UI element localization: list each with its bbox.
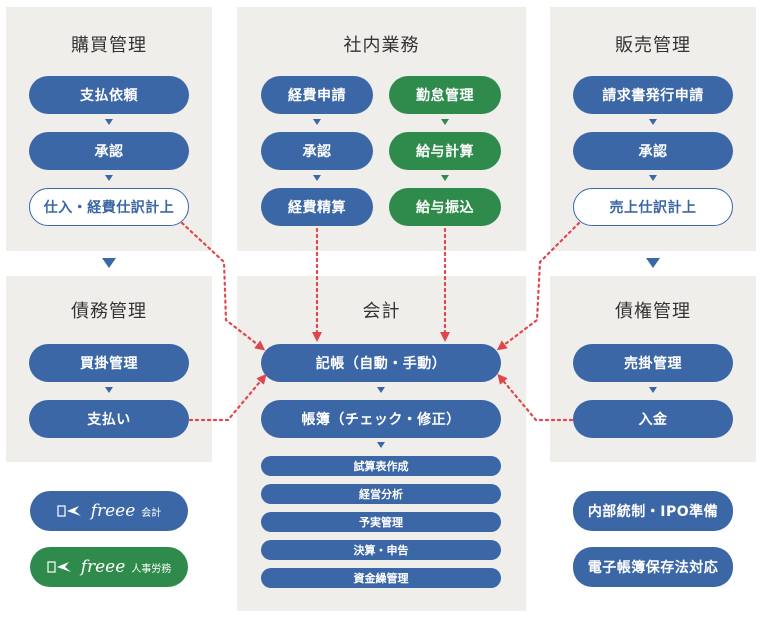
purchasing-step-payment-request: 支払依頼	[29, 76, 189, 114]
internal-step-attendance: 勤怠管理	[389, 76, 501, 114]
connector-payment-to-bookkeeping	[188, 373, 267, 422]
arrow-down-icon	[313, 175, 321, 181]
arrow-down-icon	[649, 387, 657, 393]
receivables-title: 債権管理	[615, 301, 691, 322]
freee-mark: freee	[90, 501, 136, 521]
accounting-output-analysis: 経営分析	[261, 484, 501, 504]
arrow-down-icon	[649, 175, 657, 181]
accounting-step-bookkeeping: 記帳（自動・手動）	[261, 344, 501, 382]
purchasing-step-journal-entry: 仕入・経費仕訳計上	[29, 188, 189, 226]
arrow-down-icon	[441, 119, 449, 125]
arrow-down-icon	[102, 258, 116, 268]
receivables-step-ar-management: 売掛管理	[573, 344, 733, 382]
arrow-down-icon	[646, 258, 660, 268]
arrow-down-icon	[105, 119, 113, 125]
freee-sub: 人事労務	[131, 563, 172, 575]
freee-sub: 会計	[141, 507, 162, 519]
payables-step-payment: 支払い	[29, 400, 189, 438]
payables-title: 債務管理	[71, 301, 147, 322]
arrow-down-icon	[105, 387, 113, 393]
extra-e-book-law: 電子帳簿保存法対応	[573, 547, 733, 587]
sales-step-approval: 承認	[573, 132, 733, 170]
accounting-output-budget: 予実管理	[261, 512, 501, 532]
connector-receipt-to-bookkeeping	[497, 373, 574, 422]
arrow-down-icon	[649, 119, 657, 125]
internal-title: 社内業務	[343, 35, 420, 56]
freee-bird-icon	[47, 561, 71, 573]
accounting-output-closing: 決算・申告	[261, 540, 501, 560]
extra-internal-control: 内部統制・IPO準備	[573, 491, 733, 531]
internal-step-expense-request: 経費申請	[261, 76, 373, 114]
internal-step-approval: 承認	[261, 132, 373, 170]
internal-step-payroll-transfer: 給与振込	[389, 188, 501, 226]
arrow-down-icon	[377, 387, 385, 393]
internal-step-expense-settlement: 経費精算	[261, 188, 373, 226]
payables-step-ap-management: 買掛管理	[29, 344, 189, 382]
purchasing-step-approval: 承認	[29, 132, 189, 170]
accounting-step-ledger: 帳簿（チェック・修正）	[261, 400, 501, 438]
sales-title: 販売管理	[615, 35, 691, 56]
internal-step-payroll-calc: 給与計算	[389, 132, 501, 170]
freee-accounting-logo: freee 会計	[30, 491, 188, 531]
freee-bird-icon	[57, 505, 81, 517]
accounting-output-trial-balance: 試算表作成	[261, 456, 501, 476]
arrow-down-icon	[313, 119, 321, 125]
arrow-down-icon	[377, 442, 385, 448]
accounting-output-cashflow: 資金繰管理	[261, 568, 501, 588]
purchasing-title: 購買管理	[71, 35, 147, 56]
connector-purchasing-to-bookkeeping	[180, 221, 266, 351]
sales-step-journal-entry: 売上仕訳計上	[573, 188, 733, 226]
freee-hr-logo: freee 人事労務	[30, 547, 188, 587]
sales-step-invoice-request: 請求書発行申請	[573, 76, 733, 114]
freee-mark: freee	[80, 557, 126, 577]
connector-sales-to-bookkeeping	[496, 221, 581, 351]
arrow-down-icon	[105, 175, 113, 181]
accounting-title: 会計	[362, 301, 401, 322]
arrow-down-icon	[441, 175, 449, 181]
receivables-step-receipt: 入金	[573, 400, 733, 438]
